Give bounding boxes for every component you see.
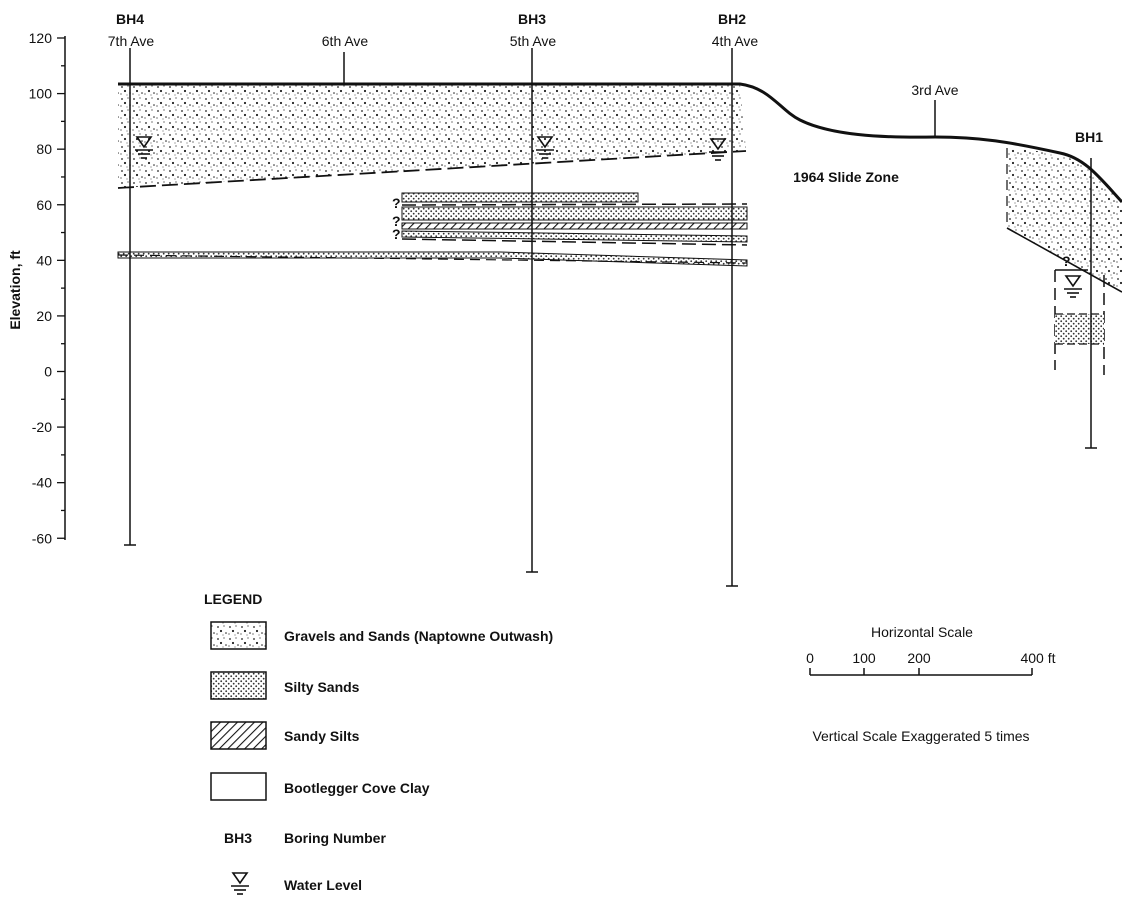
bh1-label: BH1 [1075,129,1103,145]
y-axis: 120 100 80 60 40 20 0 -20 -40 -60 Elevation, ft [7,30,65,546]
bh3-label: BH3 [518,11,546,27]
y-axis-tick-label: -60 [32,530,52,546]
scale-tick-100: 100 [852,650,876,666]
y-axis-tick-label: 80 [36,141,52,157]
vertical-scale-note: Vertical Scale Exaggerated 5 times [812,728,1029,744]
legend-swatch-gravel [211,622,266,649]
horizontal-scale: Horizontal Scale 0 100 200 400 ft Vertic… [806,624,1056,744]
legend-swatch-silty [211,672,266,699]
bh4-street-label: 7th Ave [108,33,155,49]
slide-zone-label: 1964 Slide Zone [793,169,899,185]
legend-label-silty: Silty Sands [284,679,360,695]
gravel-layer-upper [118,84,746,188]
lower-lens [118,252,747,266]
legend-swatch-clay [211,773,266,800]
y-axis-tick-label: 0 [44,364,52,380]
scale-title: Horizontal Scale [871,624,973,640]
scale-tick-200: 200 [907,650,931,666]
legend-water-symbol [231,873,249,894]
third-ave-label: 3rd Ave [911,82,958,98]
bh3-street-label: 5th Ave [510,33,557,49]
y-axis-tick-label: -20 [32,419,52,435]
y-axis-tick-label: 100 [29,86,53,102]
y-axis-tick-label: 40 [36,252,52,268]
legend-water-label: Water Level [284,877,362,893]
legend-label-gravel: Gravels and Sands (Naptowne Outwash) [284,628,553,644]
y-axis-label: Elevation, ft [7,250,23,330]
y-axis-tick-label: 20 [36,308,52,324]
lens-layers: ? ? ? [392,193,747,245]
y-axis-tick-label: -40 [32,475,52,491]
legend-swatch-hatch [211,722,266,749]
uncertain-mark-1: ? [392,195,401,211]
sixth-ave-label: 6th Ave [322,33,369,49]
legend-label-clay: Bootlegger Cove Clay [284,780,430,796]
bh2-label: BH2 [718,11,746,27]
scale-tick-400: 400 ft [1020,650,1055,666]
bh4-label: BH4 [116,11,144,27]
legend-boring-label: Boring Number [284,830,386,846]
uncertain-mark-3: ? [392,226,401,242]
legend-boring-symbol: BH3 [224,830,252,846]
bh2-street-label: 4th Ave [712,33,759,49]
y-axis-tick-label: 60 [36,197,52,213]
legend-title: LEGEND [204,591,262,607]
scale-tick-0: 0 [806,650,814,666]
legend: LEGEND Gravels and Sands (Naptowne Outwa… [204,591,553,894]
y-axis-tick-label: 120 [29,30,53,46]
bh1-uncertain-mark: ? [1062,253,1071,269]
legend-label-hatch: Sandy Silts [284,728,360,744]
